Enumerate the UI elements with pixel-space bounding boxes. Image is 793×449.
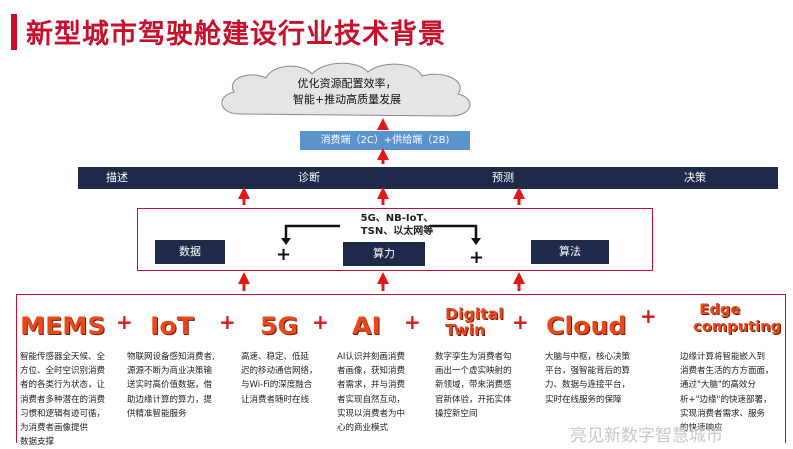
desc-line: 者需求，并与消费: [337, 380, 406, 391]
desc-line: 通过"大脑"的高效分: [680, 380, 756, 391]
desc-line: 物联网设备感知消费者,: [127, 352, 215, 362]
stage-predict: 预测: [492, 171, 514, 184]
tech-mems: MEMS: [20, 312, 106, 340]
algorithm-box: 算法: [531, 240, 609, 264]
desc-line: 者实现自然互动，: [337, 394, 406, 405]
page-title: 新型城市驾驶舱建设行业技术背景: [26, 19, 446, 50]
desc-line: 送实时高价值数据，借: [127, 380, 213, 391]
desc-line: 实现以消费者为中: [337, 408, 406, 419]
cloud-shape: [221, 62, 471, 117]
stage-banner: 描述 诊断 预测 决策: [78, 167, 778, 189]
tech-digital-twin-line2: Twin: [445, 321, 486, 339]
plus-6: +: [640, 304, 657, 328]
stage-diagnose: 诊断: [298, 171, 320, 184]
desc-line: 画出一个虚实映射的: [435, 366, 512, 377]
desc-line: 方位、全时空识别消费: [20, 366, 106, 377]
desc-edge: 边缘计算将智能嵌入到 消费者生活的方方面面， 通过"大脑"的高效分 析+"边缘"…: [680, 350, 790, 435]
desc-line: 官新体验，开拓实体: [435, 394, 512, 405]
data-box: 数据: [155, 240, 225, 264]
cloud-text: 优化资源配置效率， 智能+推动高质量发展: [232, 76, 462, 108]
desc-line: 习惯和逻辑有迹可循，: [20, 408, 106, 419]
plus-4: +: [404, 310, 421, 334]
desc-line: 源源不断为商业决策输: [127, 366, 213, 377]
tech-iot: IoT: [150, 312, 194, 340]
watermark: 亮见新数字智慧城市: [570, 426, 723, 446]
network-connector: [284, 224, 478, 240]
plus-1: +: [116, 310, 133, 334]
desc-line: 为消费者画像提供: [20, 423, 89, 434]
tech-edge-line2: computing: [693, 319, 782, 335]
title-accent-bar: [11, 14, 17, 50]
desc-line: 迟的移动通信网络，: [241, 366, 318, 377]
desc-line: 实时在线服务的保障: [545, 394, 622, 405]
desc-line: AI认识并刻画消费: [337, 352, 405, 362]
desc-line: 新领域，带来消费感: [435, 380, 512, 391]
desc-line: 消费者生活的方方面面，: [680, 366, 774, 377]
desc-digital-twin: 数字孪生为消费者勾 画出一个虚实映射的 新领域，带来消费感 官新体验，开拓实体 …: [435, 350, 531, 421]
desc-line: 数据支撑: [20, 437, 55, 448]
desc-line: 高速、稳定、低延: [241, 352, 310, 362]
middle-frame: 数据 算力 算法 5G、NB-IoT、 TSN、以太网等 + +: [137, 208, 653, 271]
compute-box: 算力: [343, 242, 425, 266]
desc-line: 析+"边缘"的快速部署，: [680, 394, 772, 405]
stage-describe: 描述: [106, 171, 128, 184]
technology-frame: [16, 294, 786, 443]
desc-line: 力、数据与连接平台，: [545, 380, 631, 391]
desc-line: 者画像，获知消费: [337, 366, 406, 377]
cloud-line-1: 优化资源配置效率，: [297, 77, 397, 90]
plus-sign-left: +: [276, 244, 292, 265]
desc-5g: 高速、稳定、低延 迟的移动通信网络， 与Wi-Fi的深度融合 让消费者随时在线: [241, 350, 331, 407]
plus-sign-right: +: [469, 247, 485, 268]
desc-cloud: 大脑与中枢，核心决策 平台，强智能背后的算 力、数据与连接平台， 实时在线服务的…: [545, 350, 649, 407]
tech-ai: AI: [352, 312, 381, 340]
tech-digital-twin: Digital Twin: [445, 306, 504, 338]
plus-5: +: [512, 310, 529, 334]
network-label: 5G、NB-IoT、 TSN、以太网等: [338, 212, 456, 238]
tech-digital-twin-line1: Digital: [445, 305, 504, 323]
desc-mems: 智能传感器全天候、全 方位、全时空识别消费 者的各类行为状态，让 消费者多种潜在…: [20, 350, 120, 449]
desc-line: 助边缘计算的算力，提: [127, 394, 213, 405]
desc-line: 消费者多种潜在的消费: [20, 394, 106, 405]
desc-line: 的快速响应: [680, 423, 723, 434]
desc-line: 与Wi-Fi的深度融合: [241, 380, 313, 391]
desc-line: 操控新空间: [435, 408, 478, 419]
desc-line: 大脑与中枢，核心决策: [545, 352, 631, 362]
desc-line: 者的各类行为状态，让: [20, 380, 106, 391]
desc-line: 边缘计算将智能嵌入到: [680, 352, 766, 362]
desc-line: 智能传感器全天候、全: [20, 352, 106, 362]
tech-edge-line1: Edge: [699, 302, 741, 318]
red-arrows: [238, 118, 525, 291]
tech-cloud: Cloud: [546, 312, 627, 340]
network-line-1: 5G、NB-IoT、: [360, 213, 434, 224]
plus-3: +: [312, 310, 329, 334]
desc-line: 实现消费者需求、服务: [680, 408, 766, 419]
stage-decide: 决策: [684, 171, 706, 184]
tech-edge-computing: Edge computing: [693, 302, 781, 336]
network-line-2: TSN、以太网等: [360, 226, 434, 237]
desc-line: 平台，强智能背后的算: [545, 366, 631, 377]
desc-iot: 物联网设备感知消费者, 源源不断为商业决策输 送实时高价值数据，借 助边缘计算的…: [127, 350, 231, 421]
tech-5g: 5G: [260, 312, 299, 340]
consumer-supplier-box: 消费端（2C）+供给端（2B): [300, 131, 470, 150]
desc-line: 让消费者随时在线: [241, 394, 310, 405]
plus-2: +: [219, 310, 236, 334]
desc-line: 心的商业模式: [337, 423, 389, 434]
desc-line: 数字孪生为消费者勾: [435, 352, 512, 362]
desc-ai: AI认识并刻画消费 者画像，获知消费 者需求，并与消费 者实现自然互动， 实现以…: [337, 350, 425, 435]
desc-line: 供精准智能服务: [127, 408, 187, 419]
cloud-line-2: 智能+推动高质量发展: [292, 93, 402, 106]
